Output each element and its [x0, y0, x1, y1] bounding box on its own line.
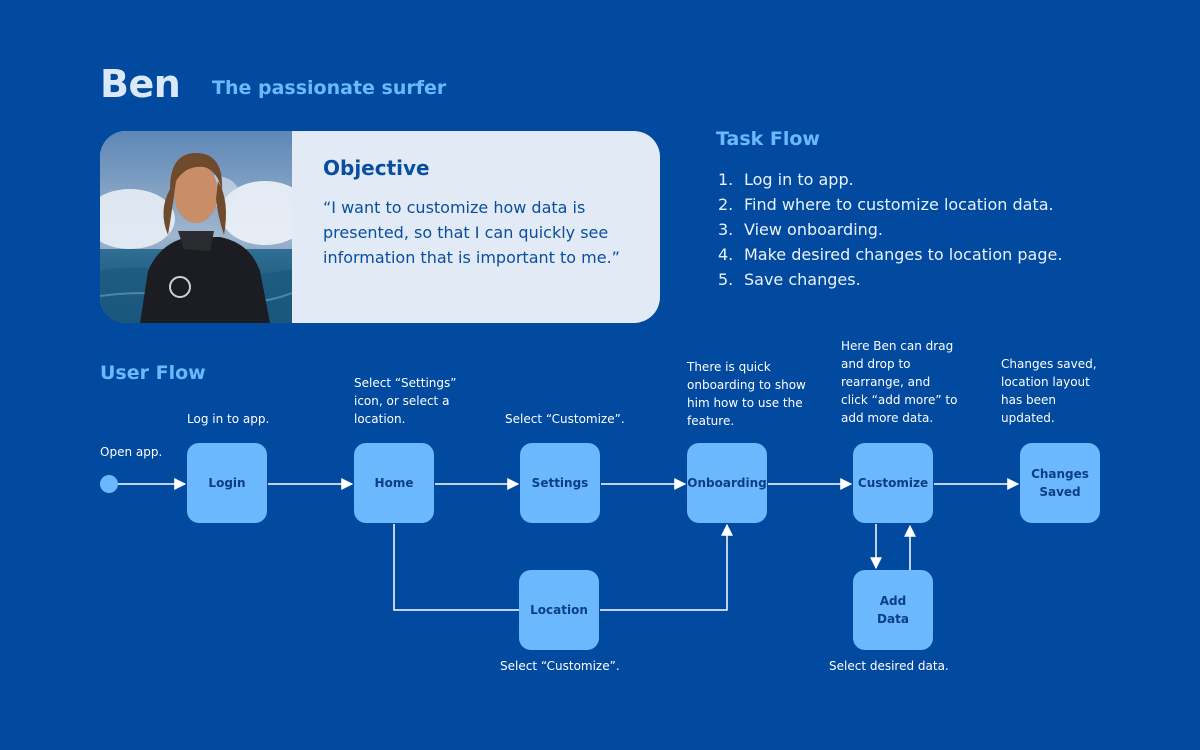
note-select-customize-top: Select “Customize”. [505, 412, 625, 426]
task-number: 4. [718, 245, 734, 264]
task-number: 3. [718, 220, 734, 239]
task-flow-title: Task Flow [716, 128, 820, 150]
note-log-in: Log in to app. [187, 412, 270, 426]
task-item: 5. Save changes. [718, 270, 1062, 295]
task-number: 2. [718, 195, 734, 214]
node-login: Login [187, 443, 267, 523]
task-text: View onboarding. [744, 220, 884, 239]
task-flow-list: 1. Log in to app. 2. Find where to customi… [718, 170, 1062, 295]
objective-card: Objective “I want to customize how data … [100, 131, 660, 323]
task-item: 4. Make desired changes to location page. [718, 245, 1062, 270]
note-onboarding: There is quick onboarding to show him ho… [687, 360, 806, 428]
node-onboarding: Onboarding [687, 443, 767, 523]
node-add-data: Add Data [853, 570, 933, 650]
persona-photo [100, 131, 292, 323]
persona-name: Ben [100, 62, 181, 106]
start-dot [100, 475, 118, 493]
node-settings: Settings [520, 443, 600, 523]
objective-quote: “I want to customize how data is present… [323, 198, 620, 267]
node-location: Location [519, 570, 599, 650]
task-item: 1. Log in to app. [718, 170, 1062, 195]
note-select-settings: Select “Settings” icon, or select a loca… [354, 376, 457, 426]
task-text: Make desired changes to location page. [744, 245, 1063, 264]
task-item: 3. View onboarding. [718, 220, 1062, 245]
task-item: 2. Find where to customize location data. [718, 195, 1062, 220]
note-customize: Here Ben can drag and drop to rearrange,… [841, 339, 958, 425]
connector-home-location [393, 524, 519, 611]
node-changes-saved: Changes Saved [1020, 443, 1100, 523]
user-flow-title: User Flow [100, 362, 206, 384]
task-number: 1. [718, 170, 734, 189]
connector-location-onboarding [600, 523, 733, 611]
persona-subtitle: The passionate surfer [212, 77, 447, 99]
note-open-app: Open app. [100, 445, 163, 459]
task-text: Save changes. [744, 270, 861, 289]
task-text: Log in to app. [744, 170, 854, 189]
task-number: 5. [718, 270, 734, 289]
node-home: Home [354, 443, 434, 523]
objective-title: Objective [323, 156, 430, 180]
note-select-customize-bottom: Select “Customize”. [500, 659, 620, 673]
task-text: Find where to customize location data. [744, 195, 1054, 214]
note-select-data: Select desired data. [829, 659, 949, 673]
note-changes-saved: Changes saved, location layout has been … [1001, 357, 1097, 425]
node-customize: Customize [853, 443, 933, 523]
